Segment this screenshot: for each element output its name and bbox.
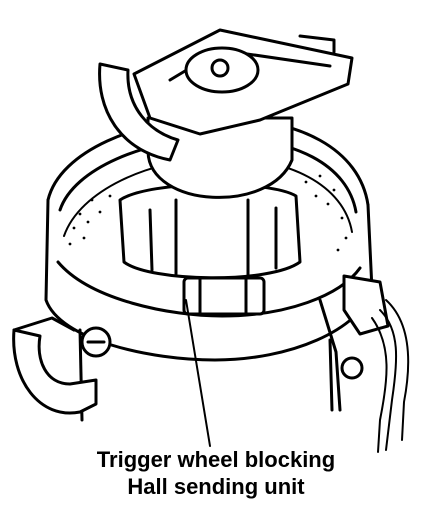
caption-line-1: Trigger wheel blocking <box>96 447 336 472</box>
caption-line-2: Hall sending unit <box>127 474 305 499</box>
caption: Trigger wheel blocking Hall sending unit <box>0 446 432 500</box>
trigger-wheel <box>118 116 302 280</box>
hold-down-clamp <box>12 316 112 415</box>
leader-line <box>185 299 211 447</box>
rotor <box>98 28 354 162</box>
wire-connector <box>318 274 410 453</box>
hall-sending-unit <box>182 276 266 316</box>
